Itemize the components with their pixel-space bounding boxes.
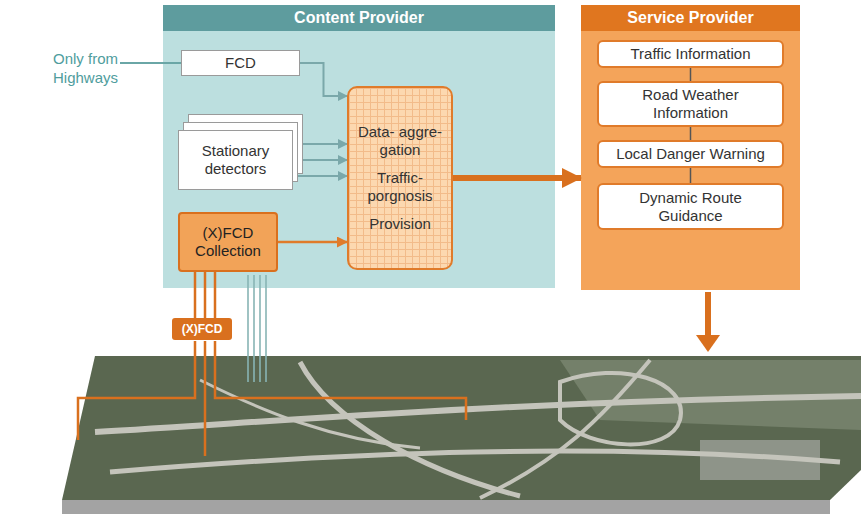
photo-roads (95, 360, 861, 498)
box-label: (X)FCD Collection (186, 224, 270, 260)
service-box: Traffic Information (597, 40, 784, 68)
provider-panel: Content ProviderFCD Stationary detectors (… (163, 5, 555, 288)
box-label: Traffic- porgnosis (355, 169, 445, 205)
service-panel: Service ProviderTraffic InformationRoad … (581, 5, 800, 290)
note-text: Only from Highways (53, 50, 118, 86)
service-output-arrowhead (696, 335, 720, 352)
box-label: (X)FCD (182, 322, 223, 336)
photo-side (62, 500, 830, 514)
box-label: FCD (225, 54, 256, 72)
detector-wire (253, 275, 255, 382)
box-label: Road Weather Information (627, 86, 754, 122)
detector-stack: Stationary detectors (178, 130, 293, 190)
xfcd-wire (204, 341, 207, 456)
detector-wire (265, 275, 267, 382)
xfcd-wires (78, 341, 466, 456)
service-box: Road Weather Information (597, 81, 784, 127)
note-label: Only from Highways (34, 50, 118, 88)
box-label: Provision (369, 215, 431, 233)
photo-ground (62, 356, 861, 500)
box-label: Local Danger Warning (616, 145, 765, 163)
service-box: Dynamic Route Guidance (597, 183, 784, 230)
box-label: Dynamic Route Guidance (627, 189, 754, 225)
photo-road (300, 362, 520, 496)
service-output-arrow (705, 292, 711, 336)
source-box: FCD (181, 50, 300, 76)
box-label: Traffic Information (630, 45, 750, 63)
panel-heading: Service Provider (581, 5, 800, 31)
photo-road (480, 360, 650, 498)
xfcd-wire (78, 341, 195, 440)
photo-road (95, 396, 861, 432)
xfcd-tag: (X)FCD (172, 318, 232, 340)
processing-box: Data- aggre- gationTraffic- porgnosisPro… (347, 86, 453, 270)
collection-box: (X)FCD Collection (178, 212, 278, 272)
detector-wire (259, 275, 261, 382)
panel-heading: Content Provider (163, 5, 555, 31)
photo-road (200, 380, 420, 448)
xfcd-wire (215, 341, 466, 420)
box-label: Data- aggre- gation (355, 123, 445, 159)
photo-road (110, 451, 840, 472)
service-box: Local Danger Warning (597, 140, 784, 168)
detector-wire (247, 275, 249, 382)
detector-wires (248, 275, 266, 382)
box-label: Stationary detectors (187, 142, 284, 178)
